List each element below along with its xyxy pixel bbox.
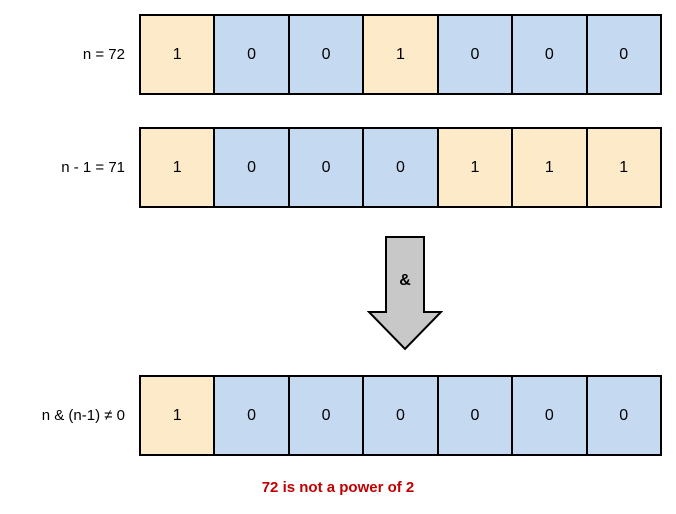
bit-cells-n: 1 0 0 1 0 0 0 [139,14,662,95]
bit-cell: 0 [438,377,514,454]
bit-cells-n-minus-1: 1 0 0 0 1 1 1 [139,127,662,208]
bit-cell: 0 [215,16,290,93]
bit-cell: 1 [141,16,216,93]
bit-cell: 1 [587,129,660,206]
bit-cells-result: 1 0 0 0 0 0 0 [139,375,662,456]
bit-cell: 1 [513,129,588,206]
bit-row-n: n = 72 1 0 0 1 0 0 0 [83,14,662,95]
bit-cell: 0 [513,16,588,93]
bit-cell: 1 [438,129,514,206]
bit-row-result: n & (n-1) ≠ 0 1 0 0 0 0 0 0 [42,375,662,456]
row-label-n-minus-1: n - 1 = 71 [61,159,125,176]
and-operator-symbol: & [399,272,411,289]
bit-cell: 0 [364,129,439,206]
bit-cell: 0 [289,377,365,454]
bit-cell: 1 [364,16,439,93]
row-label-n: n = 72 [82,46,125,63]
down-arrow-icon [367,236,443,351]
and-operator-group: & [367,235,443,351]
bit-cell: 0 [215,377,290,454]
bit-cell: 0 [364,377,439,454]
conclusion-text: 72 is not a power of 2 [261,479,415,496]
bit-cell: 1 [141,377,216,454]
bit-cell: 0 [438,16,514,93]
bit-cell: 0 [215,129,290,206]
bit-cell: 0 [587,16,660,93]
bit-row-n-minus-1: n - 1 = 71 1 0 0 0 1 1 1 [61,127,662,208]
bit-cell: 0 [513,377,588,454]
bit-cell: 1 [141,129,216,206]
bit-cell: 0 [289,129,365,206]
row-label-result: n & (n-1) ≠ 0 [41,407,125,424]
bit-cell: 0 [587,377,660,454]
bit-cell: 0 [289,16,365,93]
